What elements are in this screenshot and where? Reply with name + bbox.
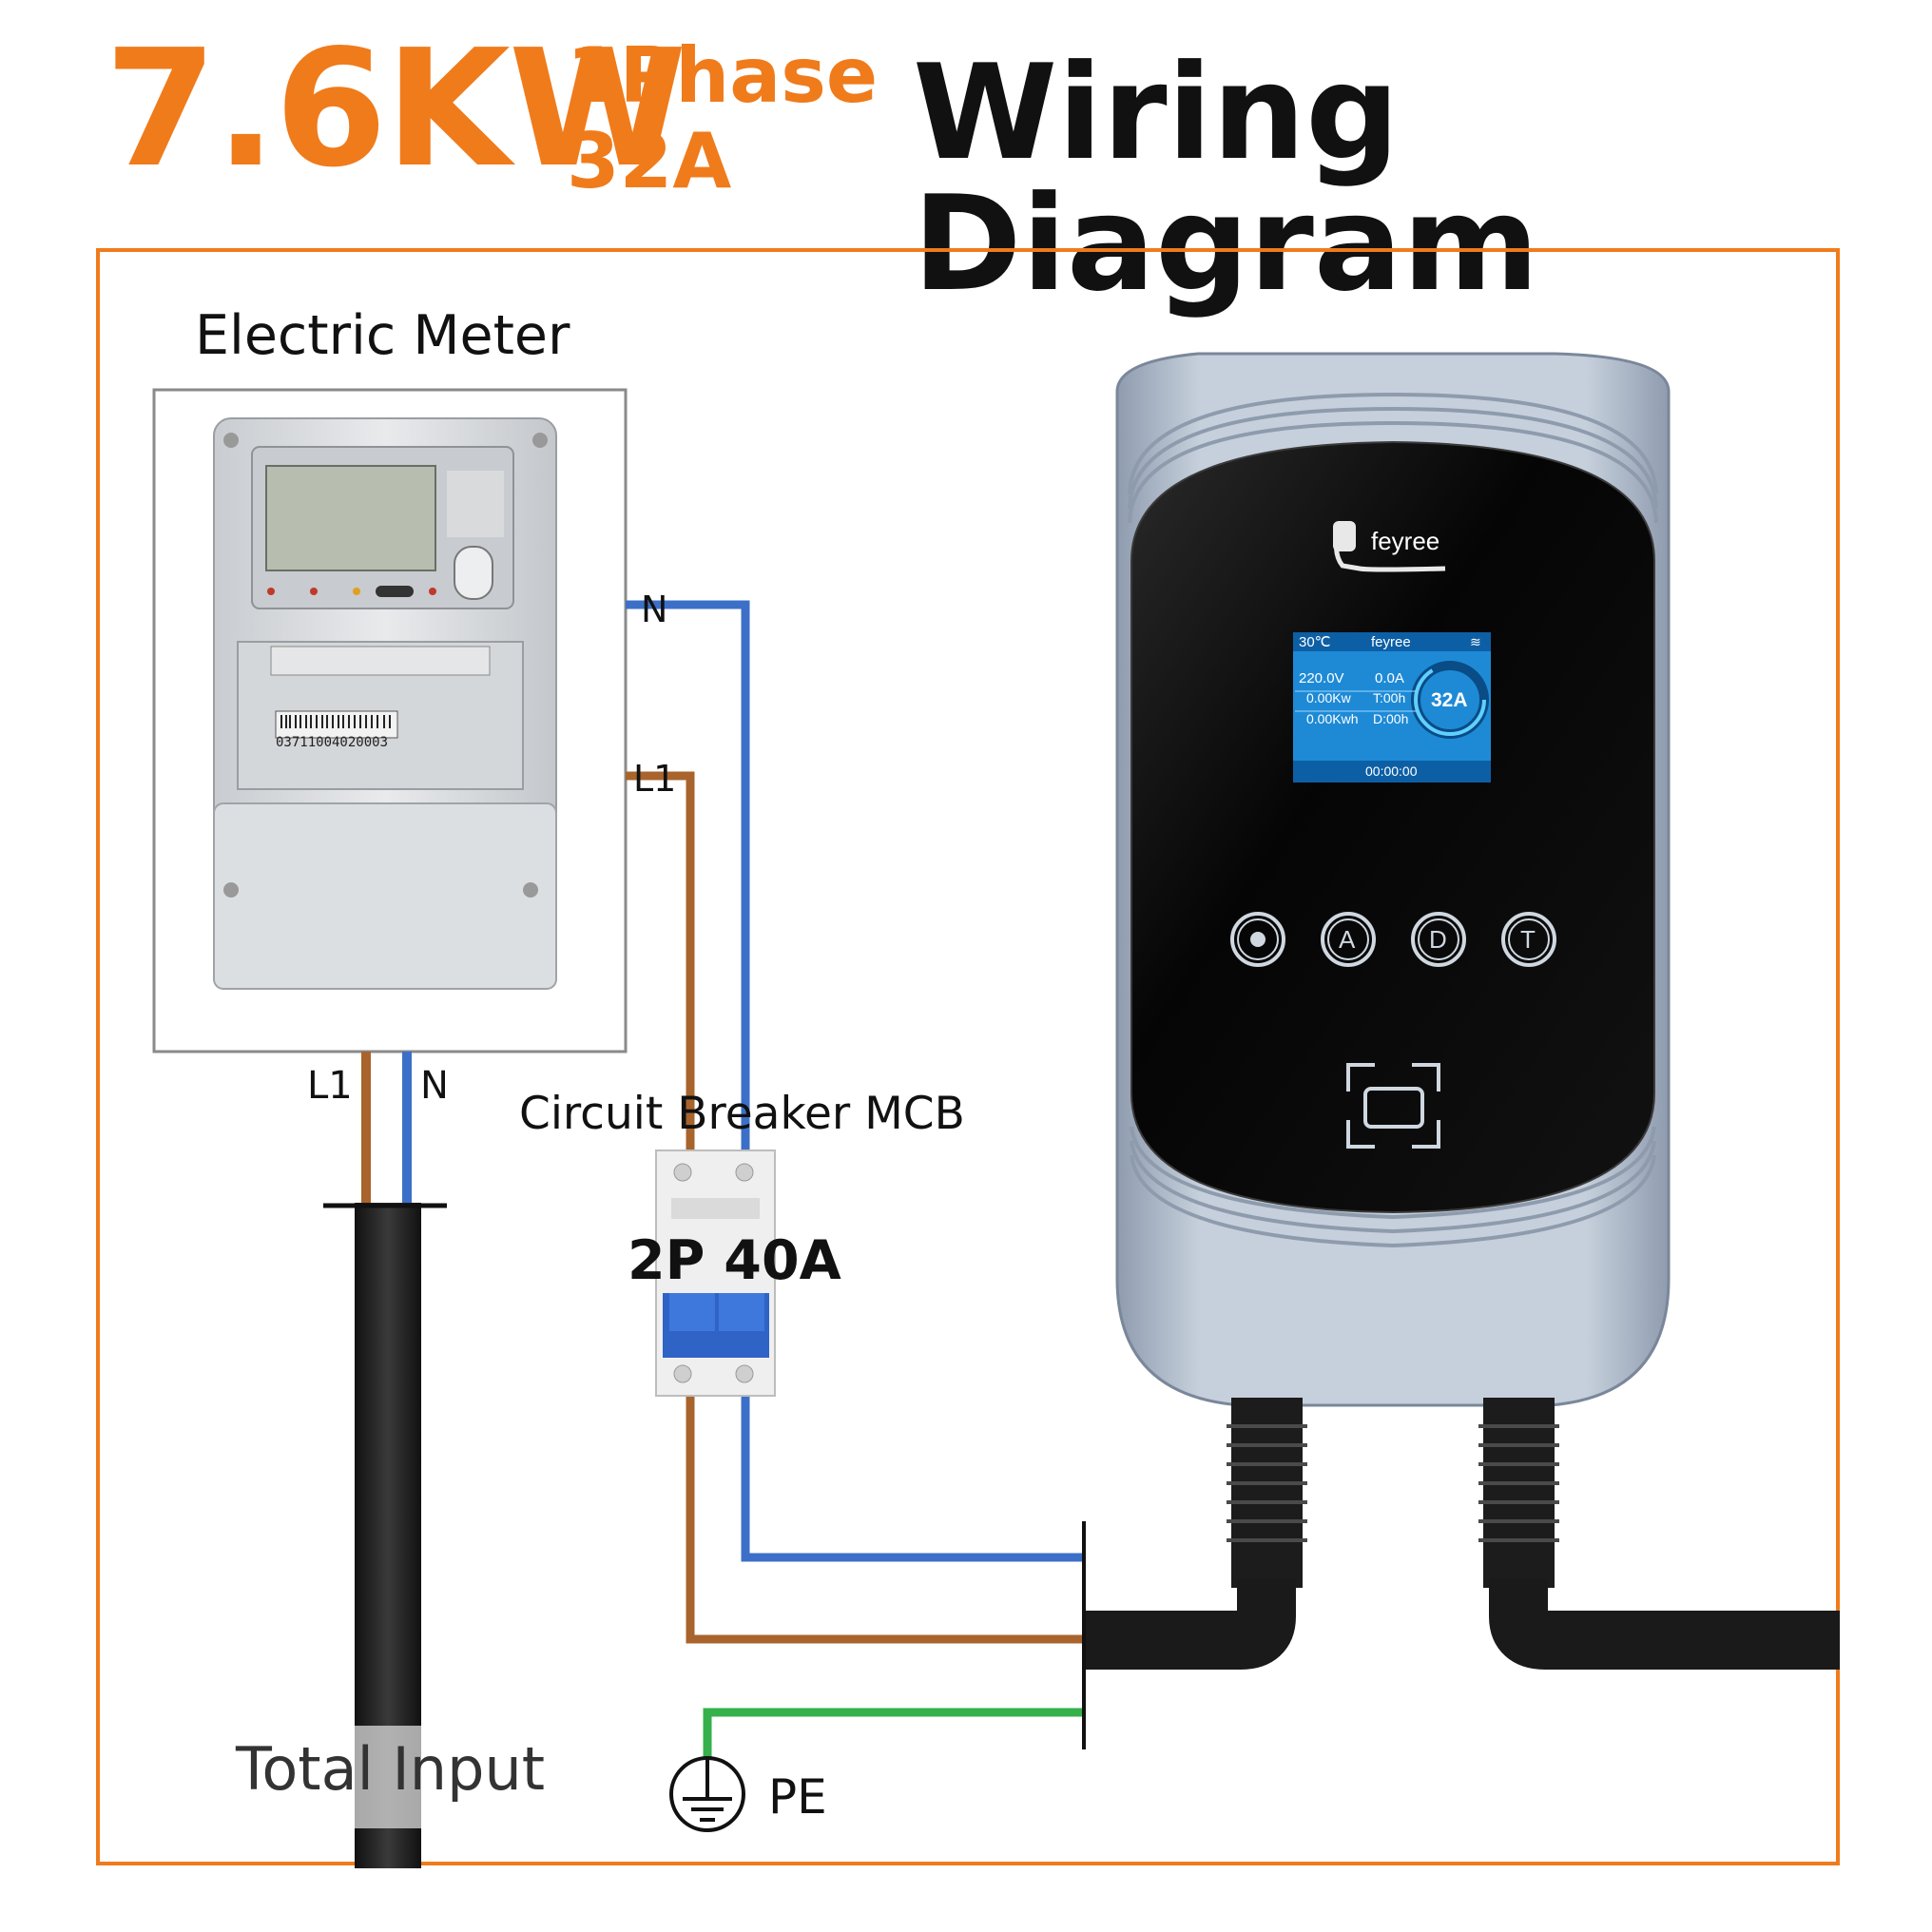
page-title: Wiring Diagram	[913, 36, 1539, 320]
electric-meter	[152, 388, 628, 1053]
charger-brand: feyree	[1371, 527, 1440, 555]
ev-charger	[1115, 352, 1671, 1407]
screen-brand: feyree	[1371, 634, 1411, 650]
button-d[interactable]: D	[1429, 925, 1447, 954]
breaker-label: Circuit Breaker MCB	[519, 1088, 965, 1140]
feyree-logo-icon	[1333, 521, 1446, 572]
button-t[interactable]: T	[1520, 925, 1536, 954]
circuit-breaker	[655, 1150, 776, 1397]
button-a[interactable]: A	[1339, 925, 1356, 954]
charger-cables	[1084, 1398, 1840, 1670]
meter-barcode-number: 03711004020003	[276, 735, 389, 750]
input-n-label: N	[420, 1064, 449, 1108]
current-label: 32A	[567, 117, 732, 205]
pe-label: PE	[768, 1769, 827, 1825]
screen-temperature: 30℃	[1299, 634, 1331, 650]
meter-out-l1-label: L1	[633, 758, 677, 800]
power-button[interactable]	[1232, 914, 1284, 965]
power-rating: 7.6KW	[105, 15, 686, 203]
screen-delay-hours: D:00h	[1373, 711, 1409, 726]
total-input-cable	[323, 1052, 447, 1868]
breaker-rating: 2P 40A	[628, 1229, 841, 1292]
diagram-frame	[96, 248, 1840, 1865]
screen-voltage: 220.0V	[1299, 670, 1344, 686]
screen-time-hours: T:00h	[1373, 690, 1406, 705]
wifi-icon: ≋	[1470, 634, 1481, 649]
total-input-label: Total Input	[236, 1734, 546, 1804]
phase-label: 1Phase	[567, 31, 879, 120]
ground-icon	[669, 1756, 745, 1832]
neutral-wire	[626, 600, 1084, 1562]
screen-timer: 00:00:00	[1365, 763, 1418, 779]
meter-label: Electric Meter	[195, 304, 570, 367]
rfid-reader-icon	[1346, 1063, 1440, 1149]
screen-max-current: 32A	[1431, 689, 1468, 711]
screen-power: 0.00Kw	[1306, 690, 1351, 705]
input-l1-label: L1	[307, 1064, 353, 1108]
screen-energy: 0.00Kwh	[1306, 711, 1359, 726]
live-wire	[626, 771, 1084, 1644]
earth-wire	[703, 1708, 1084, 1757]
meter-out-n-label: N	[641, 589, 668, 630]
screen-current: 0.0A	[1375, 670, 1404, 686]
